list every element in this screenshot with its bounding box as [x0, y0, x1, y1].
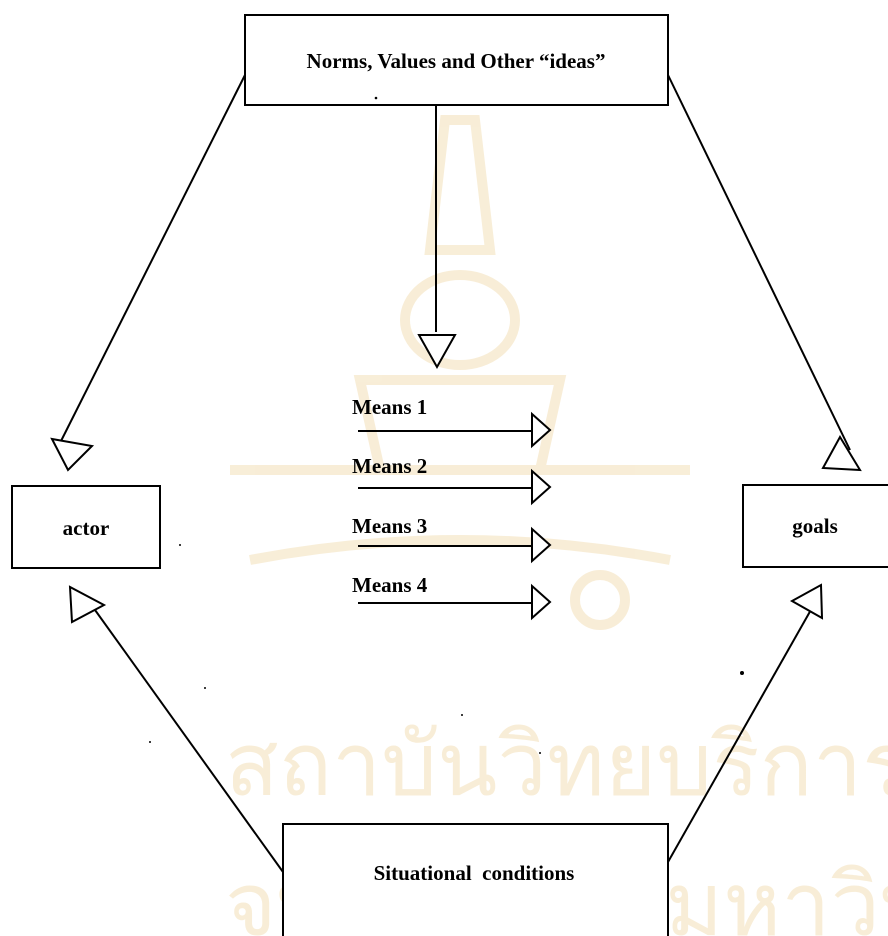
scan-speck: [461, 714, 463, 716]
means-label-3: Means 3: [352, 514, 427, 538]
actor-label: actor: [63, 516, 110, 540]
arrowhead-actor-bottom: [68, 585, 107, 624]
means-arrowhead-4: [531, 583, 552, 621]
means-arrow-2: Means 2: [352, 454, 552, 506]
means-arrowhead-3: [531, 526, 552, 564]
goals-box-frame: [742, 484, 888, 568]
norms-to-actor-line: [57, 74, 246, 448]
norms-to-goals-line: [667, 74, 851, 451]
norms-label: Norms, Values and Other “ideas”: [307, 49, 606, 73]
actor-box-frame: [11, 485, 161, 569]
means-label-1: Means 1: [352, 395, 427, 419]
scan-speck: [149, 741, 151, 743]
scan-speck: [539, 752, 541, 754]
means-arrow-1: Means 1: [352, 395, 552, 449]
scan-speck: [740, 671, 744, 675]
arrowhead-goals-top: [821, 434, 862, 472]
scan-speck: [374, 96, 378, 100]
goals-box: goals: [742, 484, 888, 568]
means-arrow-4: Means 4: [352, 573, 552, 621]
situational-label: Situational conditions: [374, 861, 575, 885]
scan-speck: [179, 544, 181, 546]
scan-specks: [149, 96, 744, 754]
situational-to-goals-line: [667, 607, 813, 863]
scan-speck: [204, 687, 206, 689]
situational-box-frame: [282, 823, 669, 936]
norms-box: Norms, Values and Other “ideas”: [244, 14, 669, 106]
means-label-4: Means 4: [352, 573, 428, 597]
means-arrow-3: Means 3: [352, 514, 552, 564]
means-arrowhead-2: [531, 468, 552, 506]
arrowhead-down-means: [417, 334, 457, 370]
means-label-2: Means 2: [352, 454, 427, 478]
actor-box: actor: [11, 485, 161, 569]
situational-box: Situational conditions: [282, 823, 669, 936]
norms-box-frame: [244, 14, 669, 106]
means-arrowhead-1: [531, 411, 552, 449]
seal-watermark-icon: [230, 35, 690, 630]
arrowhead-actor-top: [50, 437, 95, 472]
arrowhead-goals-bottom: [789, 583, 824, 620]
goals-label: goals: [792, 514, 838, 538]
watermark-line-1: สถาบันวิทยบริการ: [225, 713, 888, 816]
situational-to-actor-line: [89, 602, 284, 873]
